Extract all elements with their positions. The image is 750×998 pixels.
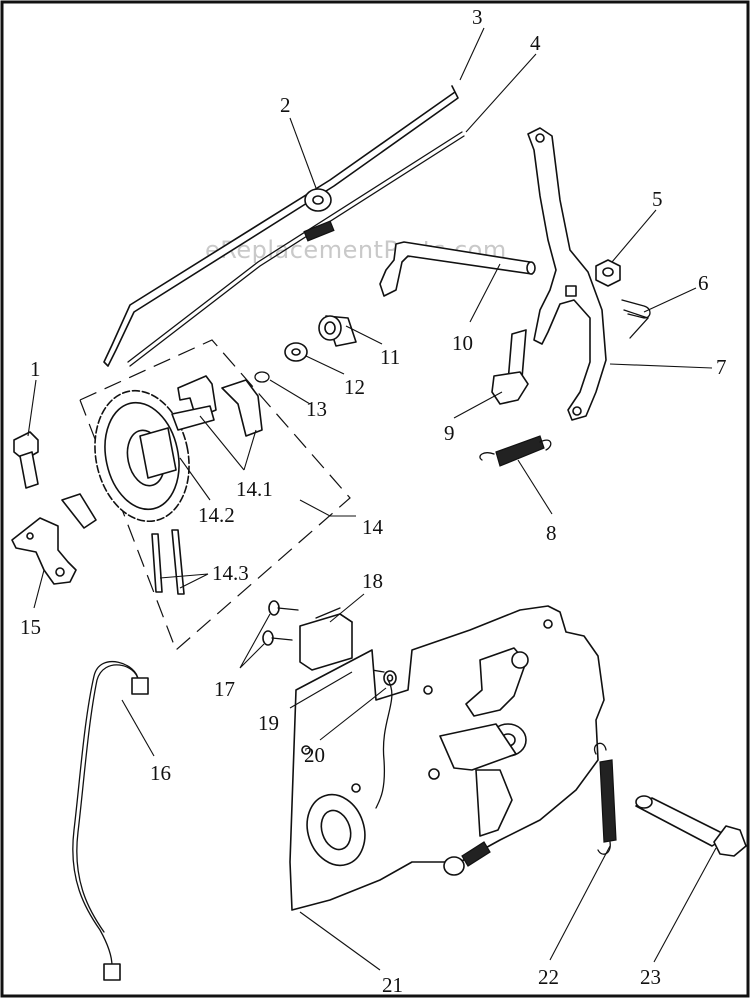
part-13-ering — [254, 371, 270, 383]
part-18-micro-switch — [299, 607, 353, 671]
callout-13: 13 — [306, 397, 327, 421]
part-7-control-bracket — [527, 127, 607, 421]
callout-labels: 3 2 4 5 6 7 8 9 10 11 12 13 14 14.1 14.2… — [20, 5, 727, 997]
part-14-1-flyweights — [171, 375, 263, 437]
callout-2: 2 — [280, 93, 291, 117]
callout-8: 8 — [546, 521, 557, 545]
callout-14-2: 14.2 — [198, 503, 235, 527]
part-9-pivot-pin — [491, 329, 529, 405]
callout-22: 22 — [538, 965, 559, 989]
part-17-screws — [262, 600, 299, 646]
part-6-clip — [621, 299, 651, 339]
callout-23: 23 — [640, 965, 661, 989]
callout-9: 9 — [444, 421, 455, 445]
part-22-return-spring — [593, 742, 617, 855]
part-1-bolt — [13, 431, 39, 489]
callout-14-3: 14.3 — [212, 561, 249, 585]
part-14-3-pins — [151, 529, 185, 595]
part-3-control-rod — [103, 85, 459, 367]
part-8-spring — [479, 435, 552, 467]
part-21-control-plate — [289, 605, 605, 911]
part-15-governor-arm — [11, 493, 97, 585]
callout-11: 11 — [380, 345, 400, 369]
part-2-washer — [304, 188, 332, 212]
callout-12: 12 — [344, 375, 365, 399]
callout-20: 20 — [304, 743, 325, 767]
callout-14-1: 14.1 — [236, 477, 273, 501]
part-14-2-governor-gear — [94, 389, 190, 523]
part-4-governor-rod — [127, 131, 465, 367]
callout-3: 3 — [472, 5, 483, 29]
plate-adjust-screw — [443, 841, 491, 876]
rod-spring — [303, 220, 335, 242]
callout-10: 10 — [452, 331, 473, 355]
part-14-governor-assembly — [79, 339, 351, 652]
callout-15: 15 — [20, 615, 41, 639]
leader-lines — [27, 27, 717, 971]
callout-21: 21 — [382, 973, 403, 997]
part-16-wire-harness — [72, 660, 149, 981]
callout-6: 6 — [698, 271, 709, 295]
part-11-bushing — [318, 315, 357, 347]
callout-7: 7 — [716, 355, 727, 379]
callout-1: 1 — [30, 357, 41, 381]
part-23-shoulder-bolt — [635, 795, 747, 857]
callout-5: 5 — [652, 187, 663, 211]
part-12-washer — [284, 342, 308, 362]
callout-18: 18 — [362, 569, 383, 593]
part-5-nut — [595, 259, 621, 287]
callout-14: 14 — [362, 515, 384, 539]
callout-17: 17 — [214, 677, 235, 701]
part-10-throttle-shaft — [379, 241, 536, 297]
callout-19: 19 — [258, 711, 279, 735]
callout-4: 4 — [530, 31, 541, 55]
callout-16: 16 — [150, 761, 171, 785]
